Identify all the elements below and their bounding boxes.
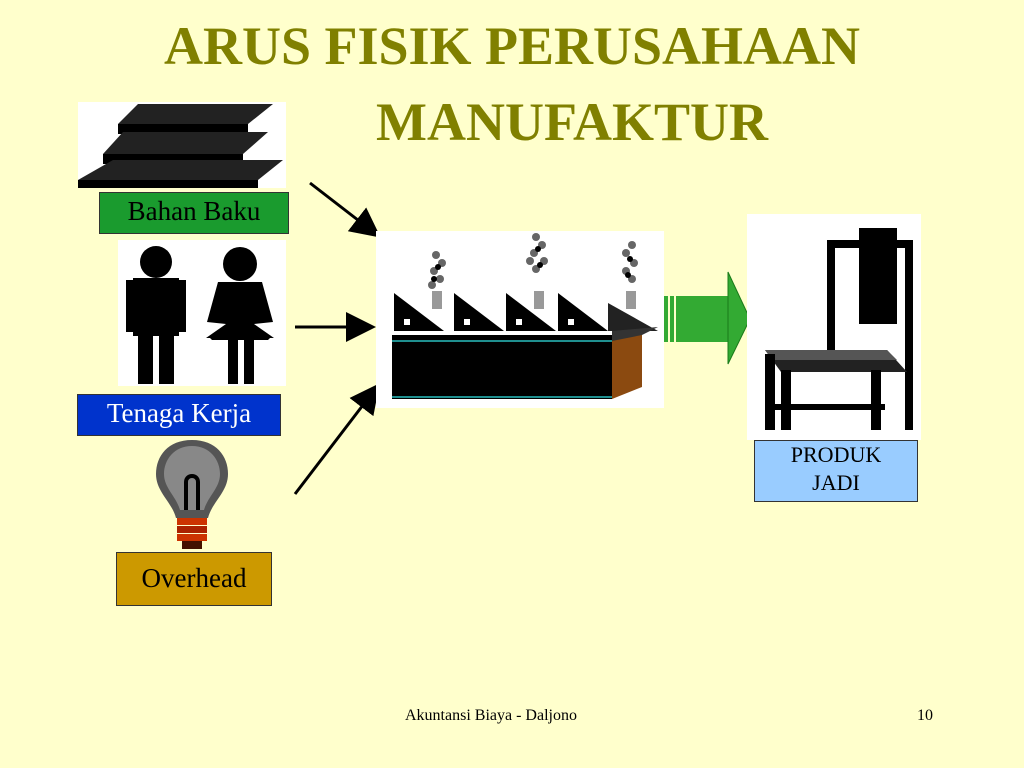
produk-jadi-label: PRODUK JADI	[754, 440, 918, 502]
page-number: 10	[917, 707, 933, 724]
slide-title-line2: MANUFAKTUR	[376, 92, 768, 152]
workers-icon	[118, 240, 286, 386]
footer-text: Akuntansi Biaya - Daljono	[405, 707, 577, 724]
arrow-overhead	[293, 383, 380, 495]
produk-jadi-line1: PRODUK	[790, 442, 882, 467]
produk-jadi-line2: JADI	[812, 470, 860, 495]
tenaga-kerja-label: Tenaga Kerja	[77, 394, 281, 436]
factory-icon	[376, 231, 664, 408]
production-flow-arrow	[664, 270, 752, 366]
slide-title-line1: ARUS FISIK PERUSAHAAN	[163, 16, 861, 76]
raw-material-slabs-icon	[78, 102, 286, 188]
arrow-bahan-baku	[309, 181, 381, 238]
bahan-baku-label: Bahan Baku	[99, 192, 289, 234]
chair-icon	[747, 214, 921, 440]
overhead-label: Overhead	[116, 552, 272, 606]
light-bulb-icon	[152, 438, 232, 554]
